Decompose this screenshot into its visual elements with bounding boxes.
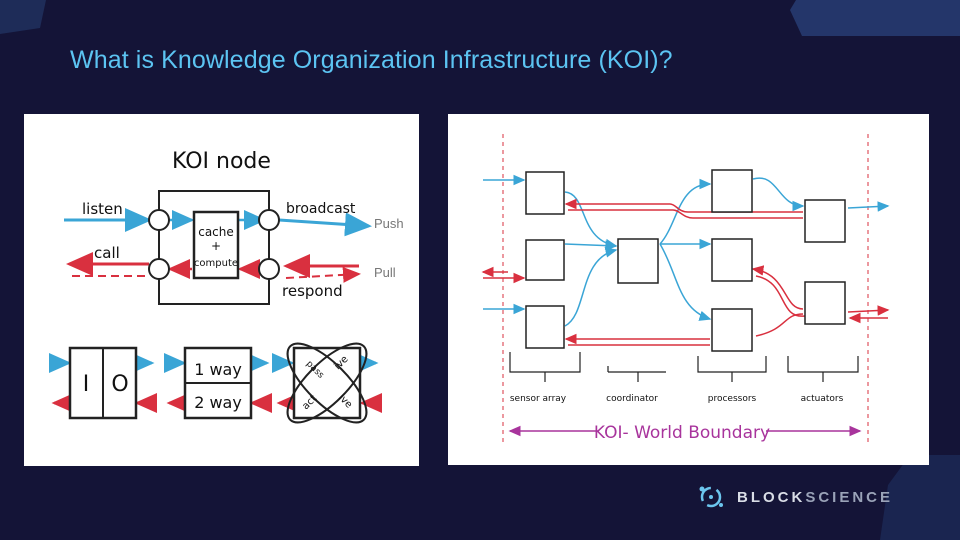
listen-port	[148, 209, 170, 231]
boundary-label: KOI- World Boundary	[594, 423, 770, 443]
two-way-label: 2 way	[194, 393, 242, 412]
layer-label-coordinator: coordinator	[606, 394, 658, 404]
compute-label: compute	[194, 258, 238, 269]
koi-network-diagram: sensor array coordinator processors actu…	[481, 134, 890, 444]
sensor-node-2	[525, 239, 565, 281]
processor-node-1	[711, 169, 753, 213]
sensor-node-1	[525, 171, 565, 215]
layer-label-actuators: actuators	[801, 394, 844, 404]
node-frame	[158, 190, 270, 305]
layer-label-sensor-array: sensor array	[510, 394, 567, 404]
layer-label-processors: processors	[708, 394, 757, 404]
actuator-node-1	[804, 199, 846, 243]
one-way-label: 1 way	[194, 360, 242, 379]
respond-port	[258, 258, 280, 280]
corner-shape-top-left	[0, 0, 46, 34]
passive-active-box: pass ive act ive	[272, 342, 382, 424]
plus-label: +	[211, 239, 221, 253]
koi-node-diagram-panel: KOI node cache + compute listen call bro…	[24, 114, 419, 466]
io-box: I O	[49, 346, 157, 420]
pull-label: Pull	[374, 265, 396, 280]
broadcast-port	[258, 209, 280, 231]
layer-brackets	[509, 352, 859, 382]
corner-shape-top-right	[790, 0, 960, 36]
call-label: call	[94, 244, 120, 262]
processor-node-2	[711, 238, 753, 282]
cache-compute-box	[192, 210, 240, 280]
push-flows	[483, 174, 890, 327]
broadcast-label: broadcast	[286, 201, 356, 217]
broadcast-arrow	[278, 212, 372, 237]
slide-title: What is Knowledge Organization Infrastru…	[70, 46, 673, 74]
blockscience-brand: BLOCKSCIENCE	[697, 480, 893, 514]
call-port	[148, 258, 170, 280]
blockscience-wordmark: BLOCKSCIENCE	[737, 488, 894, 506]
node-title: KOI node	[172, 149, 271, 174]
input-letter: I	[83, 372, 90, 397]
blockscience-logo-icon	[699, 486, 723, 508]
listen-label: listen	[82, 200, 123, 218]
actuator-node-2	[804, 281, 846, 325]
respond-return-arrow	[285, 266, 361, 283]
output-letter: O	[111, 372, 128, 397]
way-box: 1 way 2 way	[164, 346, 272, 420]
sensor-node-3	[525, 305, 565, 349]
respond-label: respond	[282, 282, 343, 300]
layer-labels: sensor array coordinator processors actu…	[510, 394, 844, 404]
coordinator-node	[617, 238, 659, 284]
koi-node-diagram: KOI node cache + compute listen call bro…	[49, 149, 404, 424]
processor-node-3	[711, 308, 753, 352]
push-label: Push	[374, 216, 404, 231]
corner-shape-bottom-right	[880, 455, 960, 540]
koi-network-diagram-panel: sensor array coordinator processors actu…	[448, 114, 929, 465]
cache-label: cache	[198, 225, 234, 239]
pull-flows	[481, 198, 890, 346]
network-nodes	[525, 169, 846, 352]
